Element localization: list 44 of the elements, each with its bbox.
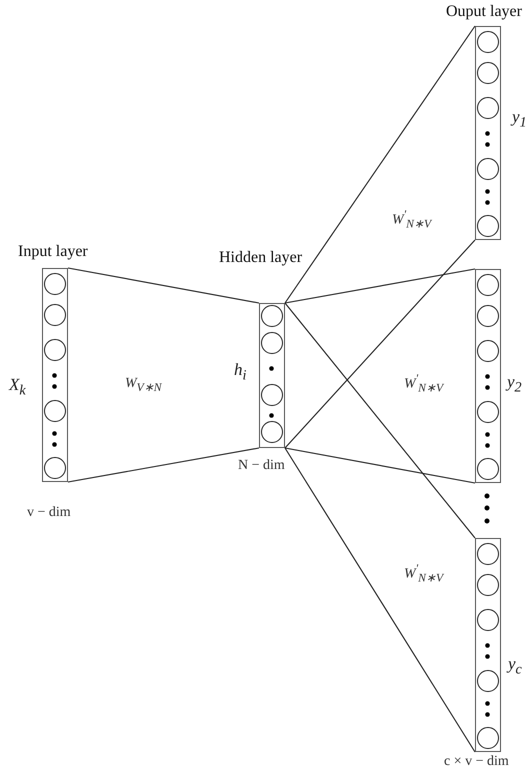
neuron-circle (476, 97, 498, 119)
neuron-circle (476, 543, 498, 565)
dimension-label: N − dim (238, 458, 285, 474)
connection-line (284, 26, 476, 304)
neuron-circle (476, 62, 498, 84)
neuron-circle (476, 215, 498, 237)
neuron-circle (44, 400, 66, 422)
vector-label: X$_{k}$ (9, 375, 26, 400)
vector-label: h$_{i}$ (234, 360, 246, 384)
connection-line (284, 448, 476, 752)
neuron-circle (260, 332, 282, 354)
connection-line (284, 447, 476, 484)
neuron-circle (44, 339, 66, 361)
connection-line (68, 447, 260, 483)
neuron-circle (476, 274, 498, 296)
neuron-circle (476, 574, 498, 596)
layer-title: Hidden layer (219, 249, 302, 267)
neuron-circle (44, 304, 66, 326)
vector-label: y$_{1}$ (512, 107, 527, 132)
neuron-circle (476, 31, 498, 53)
vector-label: y$_{2}$ (507, 372, 522, 396)
neuron-circle (476, 609, 498, 631)
neuron-circle (260, 384, 282, 406)
neuron-circle (476, 670, 498, 692)
connection-line (284, 268, 476, 304)
connection-line (68, 267, 260, 304)
neuron-circle (476, 305, 498, 327)
neuron-circle (476, 458, 498, 480)
neuron-circle (476, 340, 498, 362)
neuron-circle (476, 158, 498, 180)
neuron-circle (44, 457, 66, 479)
neuron-circle (260, 421, 282, 443)
neuron-circle (260, 305, 282, 327)
layer-title: Ouput layer (446, 3, 522, 21)
weight-label: W$_{V∗N}$ (125, 376, 162, 394)
neuron-circle (476, 727, 498, 749)
neuron-circle (44, 273, 66, 295)
layer-title: Input layer (18, 243, 88, 261)
connection-line (284, 240, 476, 448)
neuron-circle (476, 401, 498, 423)
dimension-label: v − dim (27, 505, 71, 521)
dimension-label: c × v − dim (444, 754, 509, 770)
connection-line (284, 302, 476, 538)
vector-label: y$_{c}$ (508, 654, 522, 678)
